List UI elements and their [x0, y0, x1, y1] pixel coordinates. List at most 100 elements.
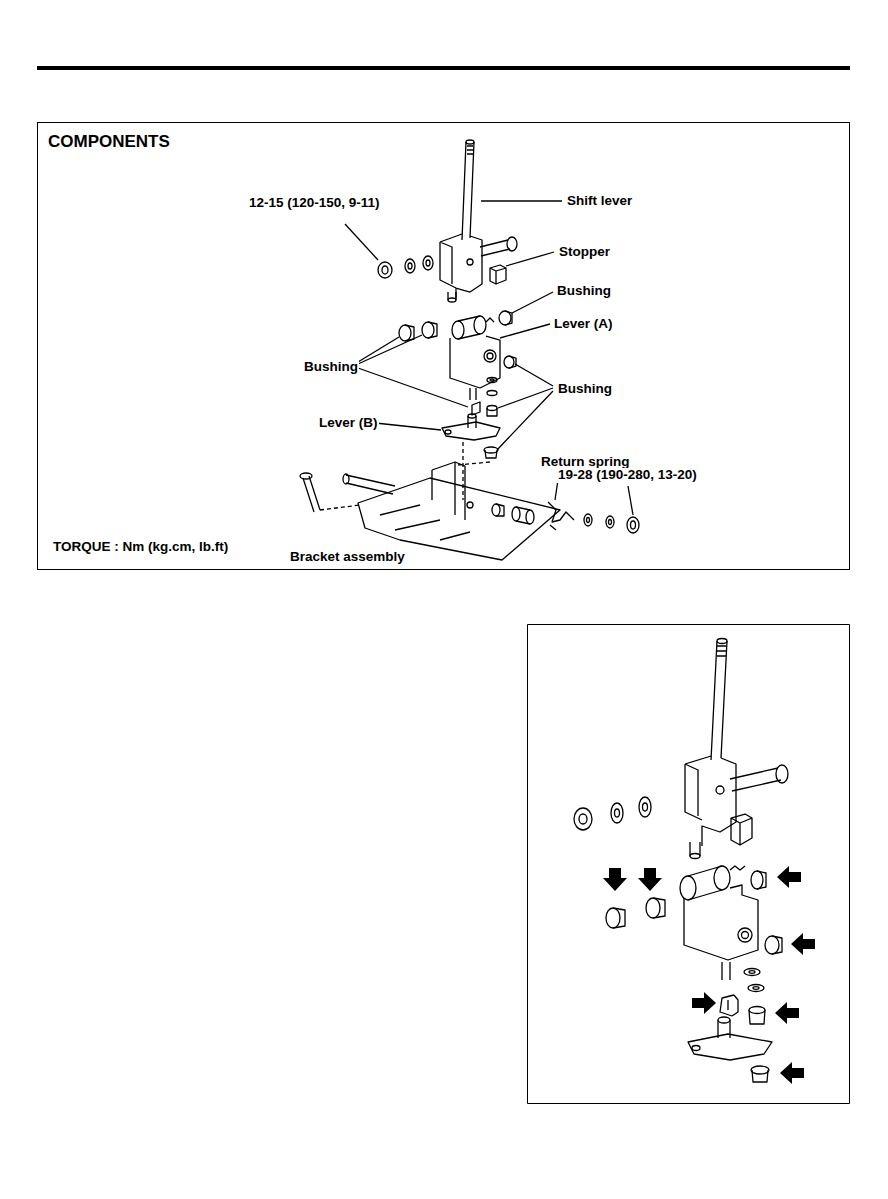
drawing-part [775, 1002, 799, 1024]
drawing-part [722, 962, 730, 980]
drawing-part [358, 478, 560, 560]
drawing-part [692, 1046, 700, 1051]
drawing-part [472, 402, 480, 415]
drawing-part [718, 1017, 730, 1023]
drawing-part [507, 237, 517, 251]
drawing-part [606, 516, 614, 528]
return-spring-parts [492, 502, 639, 533]
drawing-part [584, 514, 592, 526]
drawing-part [528, 625, 850, 1104]
drawing-part [484, 447, 498, 453]
drawing-part [606, 908, 620, 928]
part-label: Stopper [558, 245, 611, 260]
drawing-part [37, 66, 850, 70]
drawing-part [548, 502, 574, 530]
drawing-part [738, 928, 752, 942]
drawing-part [466, 140, 474, 144]
drawing-part [516, 507, 530, 524]
drawing-part [428, 322, 437, 338]
drawing-part [730, 866, 745, 870]
drawing-part [467, 259, 473, 265]
drawing-part [757, 871, 766, 889]
drawing-part [609, 520, 612, 525]
drawing-part [742, 932, 749, 939]
drawing-part [487, 353, 493, 359]
drawing-part [300, 473, 312, 479]
drawing-part [753, 987, 759, 990]
lever-a-detail [680, 866, 758, 980]
drawing-part [343, 474, 349, 484]
drawing-part [780, 1062, 804, 1084]
drawing-part [467, 502, 473, 508]
drawing-part [432, 462, 465, 520]
leader-line [628, 486, 633, 515]
leader-line [358, 335, 468, 407]
drawing-part [499, 311, 511, 325]
torque-note: TORQUE : Nm (kg.cm, lb.ft) [53, 540, 228, 555]
drawing-part [772, 936, 782, 954]
drawing-part [638, 868, 662, 891]
shift-lever-detail [574, 639, 788, 859]
drawing-part [611, 803, 623, 823]
drawing-part [505, 311, 512, 325]
drawing-part [440, 234, 482, 298]
drawing-part [752, 1070, 768, 1082]
drawing-part [749, 1007, 765, 1014]
bracket-assembly [300, 462, 560, 560]
part-label: Bracket assembly [289, 550, 406, 565]
drawing-part [690, 854, 700, 859]
arrow-marks [603, 866, 815, 1084]
drawing-part [684, 885, 758, 960]
drawing-part [486, 318, 494, 322]
drawing-part [303, 476, 320, 512]
drawing-part [490, 265, 506, 284]
leader-line [500, 324, 550, 338]
drawing-part [680, 876, 696, 900]
drawing-part [512, 507, 520, 521]
leader-line [481, 200, 562, 201]
drawing-part [450, 336, 500, 388]
drawing-part [487, 378, 497, 383]
drawing-part [748, 985, 764, 992]
part-label: Bushing [557, 382, 613, 397]
drawing-part [744, 969, 760, 976]
drawing-part [426, 260, 430, 266]
drawing-part [442, 422, 500, 440]
bushing [399, 322, 516, 458]
torque-value: 19-28 (190-280, 13-20) [557, 468, 698, 483]
drawing-part [751, 871, 763, 889]
drawing-part [423, 256, 433, 270]
drawing-part [445, 430, 451, 434]
stopper [490, 265, 506, 284]
lever-b [442, 414, 500, 440]
drawing-part [777, 866, 801, 888]
panel-title: COMPONENTS [48, 133, 170, 152]
drawing-part [452, 321, 464, 339]
drawing-part [643, 803, 648, 811]
drawing-part [399, 325, 411, 341]
bushing-detail [606, 871, 782, 1082]
drawing-part [603, 868, 627, 891]
part-label: Shift lever [566, 194, 633, 209]
shift-lever [440, 140, 482, 302]
frame-box: COMPONENTS TORQUE : Nm (kg.cm, lb.ft) [37, 122, 850, 570]
drawing-part [526, 510, 534, 524]
drawing-part [646, 898, 660, 918]
torque-value: 12-15 (120-150, 9-11) [248, 196, 381, 211]
leader-line [506, 252, 554, 266]
drawing-part [487, 406, 497, 411]
drawing-part [613, 908, 625, 928]
leader-line [497, 364, 553, 450]
lever-a [450, 316, 500, 400]
drawing-part [458, 316, 480, 339]
drawing-part [717, 639, 727, 644]
drawing-part [751, 1066, 769, 1074]
leader-line [512, 292, 553, 313]
drawing-part [685, 756, 736, 846]
drawing-part [720, 995, 738, 1016]
drawing-part [380, 505, 470, 540]
drawing-part [504, 356, 514, 368]
leader-line [345, 224, 378, 260]
drawing-part [474, 316, 486, 334]
drawing-part [320, 505, 360, 510]
